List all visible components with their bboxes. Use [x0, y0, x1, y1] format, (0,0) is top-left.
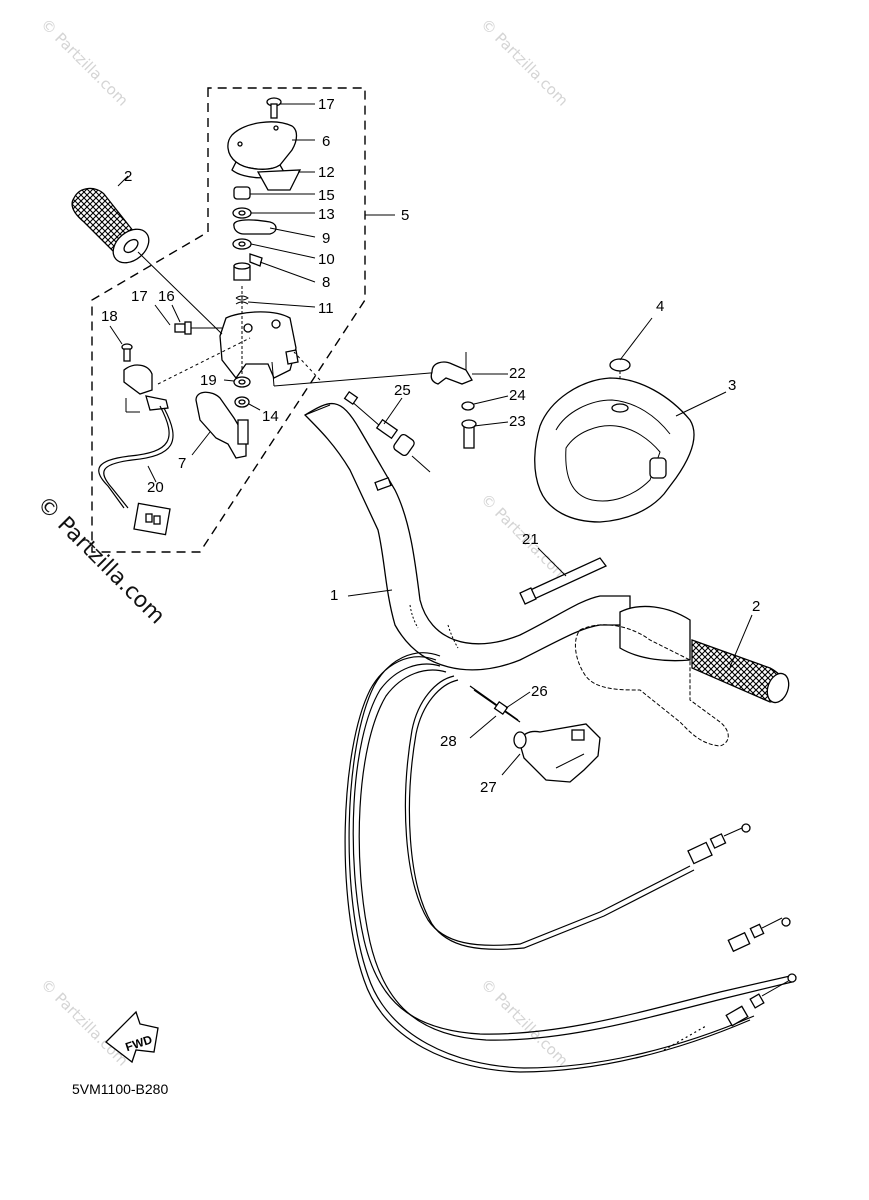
callout-15: 15: [318, 187, 335, 204]
watermarks: © Partzilla.com © Partzilla.com © Partzi…: [32, 15, 572, 1070]
watermark-text: © Partzilla.com: [37, 15, 132, 110]
callout-28: 28: [440, 733, 457, 750]
callout-2-right-grip: 2: [752, 598, 760, 615]
right-grip: [574, 605, 790, 747]
callout-11: 11: [318, 300, 334, 317]
callout-17-side: 17: [131, 288, 148, 305]
callout-6: 6: [322, 133, 330, 150]
callout-14: 14: [262, 408, 279, 425]
callout-1: 1: [330, 587, 338, 604]
callout-3: 3: [728, 377, 736, 394]
callout-21: 21: [522, 531, 539, 548]
callout-8: 8: [322, 274, 330, 291]
assembly-boundary: [91, 87, 395, 553]
watermark-text: © Partzilla.com: [477, 975, 572, 1070]
throttle-housing-parts: [98, 97, 316, 536]
callout-25: 25: [394, 382, 411, 399]
callout-5: 5: [401, 207, 409, 224]
callout-labels: 1 2 2 3 4 5 6 7 8 9 10 11 12 13 14 15 16…: [101, 96, 760, 796]
cover-parts: [534, 317, 727, 523]
callout-17-top: 17: [318, 96, 335, 113]
callout-2-left-grip: 2: [124, 168, 132, 185]
callout-26: 26: [531, 683, 548, 700]
drawing-code: 5VM1100-B280: [72, 1081, 168, 1097]
callout-10: 10: [318, 251, 335, 268]
callout-20: 20: [147, 479, 164, 496]
watermark-text: © Partzilla.com: [477, 15, 572, 110]
callout-18: 18: [101, 308, 118, 325]
leader-line: [347, 589, 393, 597]
fwd-arrow-icon: FWD: [105, 1010, 159, 1064]
watermark-text: © Partzilla.com: [37, 975, 132, 1070]
callout-22: 22: [509, 365, 526, 382]
callout-9: 9: [322, 230, 330, 247]
stop-switch-group: [469, 685, 601, 783]
callout-23: 23: [509, 413, 526, 430]
left-grip: [71, 175, 150, 264]
clamp-group: [271, 351, 509, 473]
cable-tie: [519, 547, 608, 605]
control-cables: [344, 652, 797, 1073]
callout-24: 24: [509, 387, 526, 404]
callout-19: 19: [200, 372, 217, 389]
callout-27: 27: [480, 779, 497, 796]
callout-13: 13: [318, 206, 335, 223]
callout-4: 4: [656, 298, 664, 315]
callout-16: 16: [158, 288, 175, 305]
callout-7: 7: [178, 455, 186, 472]
callout-12: 12: [318, 164, 335, 181]
